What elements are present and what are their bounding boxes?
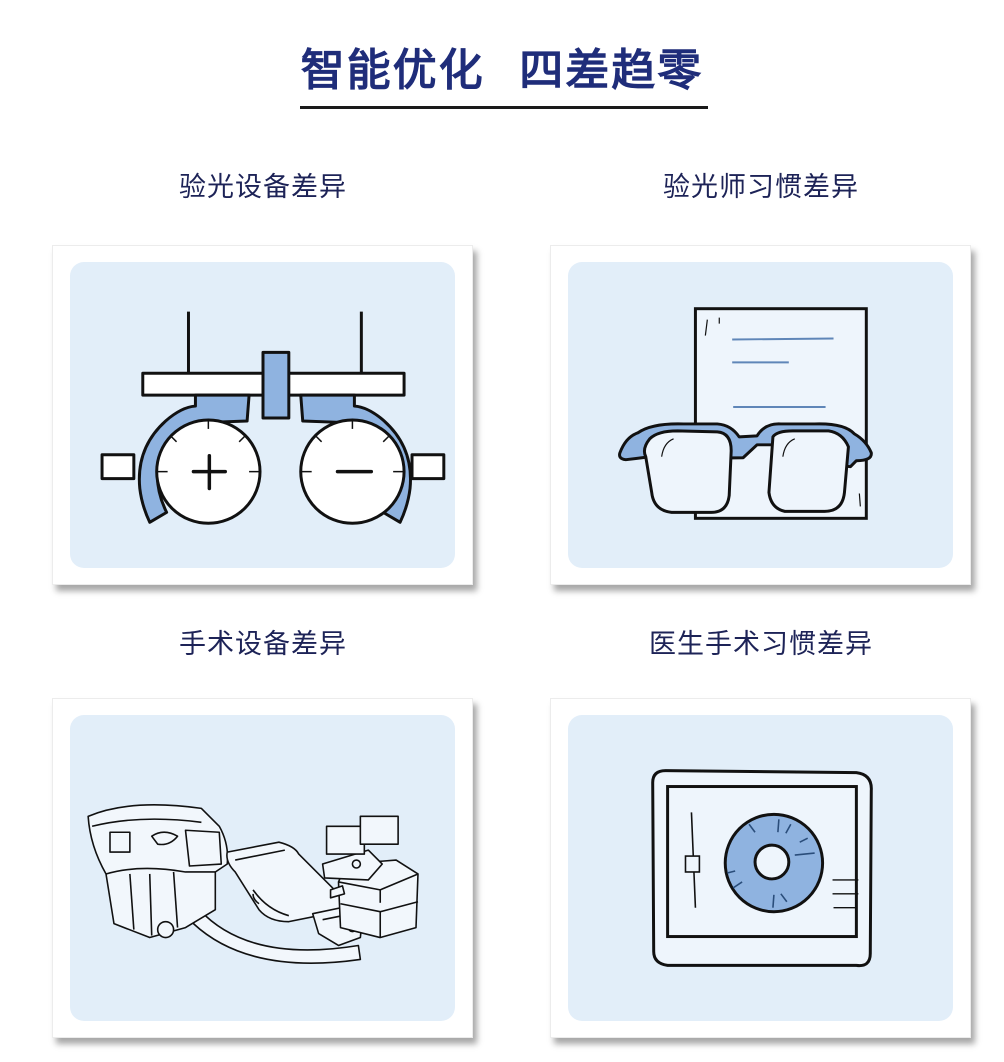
card-label-optometrist-habit: 验光师习惯差异 — [663, 172, 859, 203]
page-title: 智能优化 四差趋零 — [300, 45, 704, 96]
laser-surgery-equipment-icon — [87, 804, 419, 964]
card-surgical-device — [52, 698, 473, 1038]
card-panel — [70, 262, 455, 568]
card-refraction-device — [52, 245, 473, 585]
card-label-surgeon-habit: 医生手术习惯差异 — [649, 629, 873, 660]
card-panel — [70, 715, 455, 1021]
card-optometrist-habit — [550, 245, 971, 585]
tablet-eye-interface-icon — [651, 769, 873, 968]
card-panel — [568, 715, 953, 1021]
card-label-surgical-device: 手术设备差异 — [179, 629, 347, 660]
card-panel — [568, 262, 953, 568]
glasses-on-document-icon — [618, 307, 873, 520]
trial-frame-plus-minus-lenses-icon — [100, 311, 446, 525]
title-underline — [300, 106, 708, 109]
card-surgeon-habit — [550, 698, 971, 1038]
card-label-refraction-device: 验光设备差异 — [179, 172, 347, 203]
